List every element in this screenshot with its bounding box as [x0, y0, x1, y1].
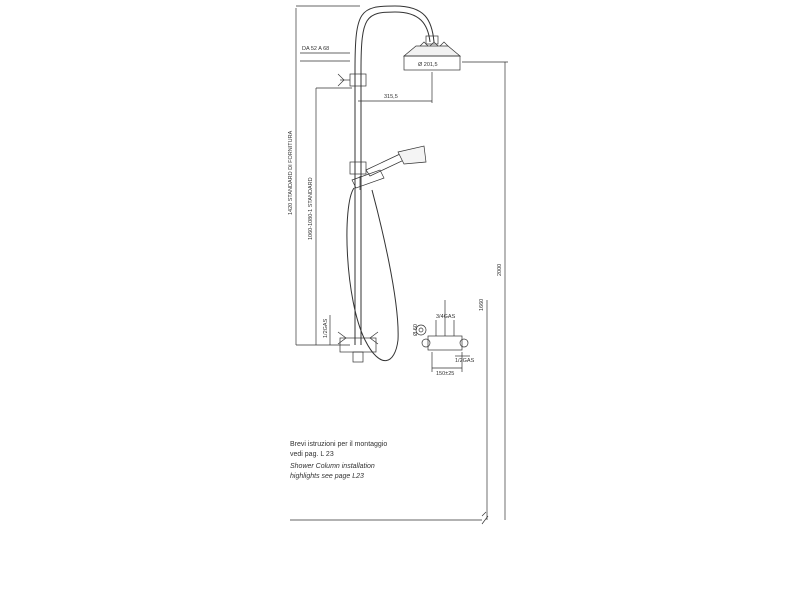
mixer-valve-front [337, 331, 379, 363]
label-arm-offset: 315,5 [384, 94, 398, 100]
label-inlet: 1/2GAS [323, 318, 329, 338]
hand-shower-holder [349, 145, 427, 190]
label-head-diameter: Ø 201,5 [418, 62, 438, 68]
note-line: highlights see page L23 [290, 472, 364, 480]
label-total-height: 2000 [497, 264, 503, 276]
label-centers: 150±25 [436, 371, 454, 377]
gooseneck-arm [354, 5, 435, 71]
note-line: Brevi istruzioni per il montaggio [290, 441, 388, 448]
upper-wall-bracket [337, 73, 367, 87]
label-thread-top: 3/4GAS [436, 314, 456, 320]
label-thread-bottom: 1/2GAS [455, 358, 475, 364]
note-line: Shower Column installation [290, 463, 375, 470]
label-supply-height: 1420 STANDARD DI FORNITURA [288, 130, 294, 215]
installation-note-english: Shower Column installation highlights se… [290, 462, 375, 481]
label-column-height: 1060-1080-1 STANDARD [308, 177, 314, 240]
label-floor-height: 1660 [479, 299, 485, 311]
shower-hose [346, 187, 399, 362]
label-handle-diameter: Ø 60 [413, 324, 419, 336]
label-da-range: DA 52 A 68 [302, 46, 329, 52]
note-line: vedi pag. L 23 [290, 450, 334, 458]
shower-head [403, 35, 461, 71]
installation-note-italian: Brevi istruzioni per il montaggio vedi p… [290, 440, 387, 459]
hand-shower [351, 169, 385, 189]
mixer-valve-side [415, 300, 470, 372]
